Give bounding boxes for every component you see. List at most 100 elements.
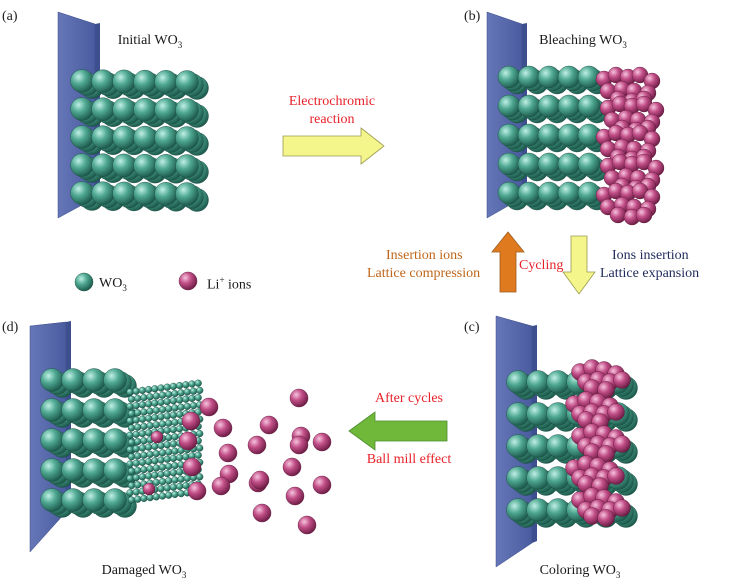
wo3-sphere <box>157 384 165 392</box>
wo3-sphere <box>132 402 140 410</box>
panel-c-title: Coloring WO3 <box>539 563 621 580</box>
wo3-sphere <box>145 472 153 480</box>
wo3-sphere <box>165 434 173 442</box>
wo3-sphere <box>497 65 521 89</box>
wo3-sphere <box>497 94 521 118</box>
li-ion-sphere <box>178 271 198 291</box>
wo3-sphere <box>183 388 191 396</box>
wo3-sphere <box>163 426 171 435</box>
wo3-sphere <box>70 69 94 93</box>
wo3-sphere <box>70 97 94 121</box>
wo3-sphere <box>537 65 561 89</box>
wo3-sphere <box>157 413 165 421</box>
wo3-sphere <box>196 430 204 438</box>
wo3-sphere <box>517 152 541 176</box>
wo3-sphere <box>157 485 165 493</box>
wo3-sphere <box>506 498 530 522</box>
li-ion-sphere <box>187 481 207 501</box>
wo3-sphere <box>152 450 160 458</box>
wo3-sphere <box>112 69 136 94</box>
wo3-sphere <box>127 424 136 432</box>
wo3-sphere <box>126 402 134 411</box>
wo3-sphere <box>165 448 173 456</box>
wo3-sphere <box>169 440 178 448</box>
wo3-sphere <box>163 412 171 420</box>
wo3-sphere <box>70 181 94 205</box>
li-ion-sphere <box>181 411 201 431</box>
li-ion-sphere <box>635 206 653 224</box>
wo3-sphere <box>132 416 140 424</box>
wo3-sphere <box>151 471 159 479</box>
ions-insertion-label: Ions insertion <box>612 248 689 263</box>
wo3-sphere <box>171 433 179 441</box>
wo3-sphere <box>557 65 581 89</box>
wo3-sphere <box>557 123 581 147</box>
wo3-sphere <box>127 438 136 447</box>
wo3-sphere <box>112 125 136 150</box>
wo3-sphere <box>154 98 178 122</box>
wo3-sphere <box>163 441 171 449</box>
wo3-sphere <box>517 181 541 205</box>
wo3-sphere <box>194 379 202 387</box>
wo3-sphere <box>517 65 541 89</box>
wo3-sphere <box>132 474 140 482</box>
li-ion-sphere <box>218 443 238 463</box>
wo3-sphere <box>196 386 204 395</box>
wo3-sphere <box>127 395 136 403</box>
wo3-sphere <box>134 481 142 489</box>
wo3-sphere <box>176 425 184 433</box>
wo3-sphere <box>146 465 154 473</box>
wo3-sphere <box>176 410 184 419</box>
wo3-sphere <box>177 389 185 397</box>
wo3-sphere <box>537 181 561 205</box>
wo3-sphere <box>537 123 561 147</box>
wo3-sphere <box>546 434 570 458</box>
wo3-sphere <box>145 443 153 451</box>
wo3-sphere <box>82 368 106 392</box>
wo3-sphere <box>127 410 136 418</box>
li-ion-sphere <box>289 388 309 408</box>
wo3-sphere <box>126 460 134 468</box>
wo3-sphere <box>157 456 165 464</box>
wo3-sphere <box>82 458 106 482</box>
wo3-sphere <box>146 407 154 415</box>
after-cycles-arrow <box>348 411 448 451</box>
wo3-sphere <box>169 411 178 419</box>
panel-d-title: Damaged WO3 <box>101 563 187 580</box>
wo3-sphere <box>61 368 85 392</box>
wo3-sphere <box>196 444 204 452</box>
wo3-sphere <box>158 391 167 399</box>
wo3-sphere <box>175 70 199 94</box>
wo3-sphere <box>526 498 550 522</box>
wo3-sphere <box>70 153 94 177</box>
wo3-sphere <box>176 382 184 390</box>
wo3-sphere <box>196 473 204 481</box>
wo3-sphere <box>175 182 199 206</box>
wo3-sphere <box>163 455 171 463</box>
wo3-sphere <box>91 125 115 149</box>
panel-b-letter: (b) <box>464 9 481 24</box>
wo3-sphere <box>126 431 134 439</box>
wo3-sphere <box>140 422 148 431</box>
cycling-up-arrow <box>491 231 525 293</box>
ball-mill-label: Ball mill effect <box>366 452 452 467</box>
wo3-sphere <box>134 466 142 475</box>
wo3-sphere <box>526 370 550 394</box>
wo3-sphere <box>157 470 165 479</box>
wo3-sphere <box>537 94 561 118</box>
wo3-sphere <box>112 153 136 178</box>
panel-b-title: Bleaching WO3 <box>539 33 627 50</box>
li-ion-sphere <box>252 503 272 523</box>
wo3-sphere <box>40 398 64 422</box>
wo3-sphere <box>177 403 185 411</box>
wo3-sphere <box>169 483 178 491</box>
li-ion-sphere <box>613 371 631 389</box>
wo3-sphere <box>91 153 115 177</box>
wo3-sphere <box>158 406 167 414</box>
wo3-sphere <box>140 466 148 474</box>
wo3-sphere <box>151 414 159 422</box>
wo3-sphere <box>133 97 157 122</box>
wo3-sphere <box>152 464 160 472</box>
wo3-sphere <box>517 94 541 118</box>
